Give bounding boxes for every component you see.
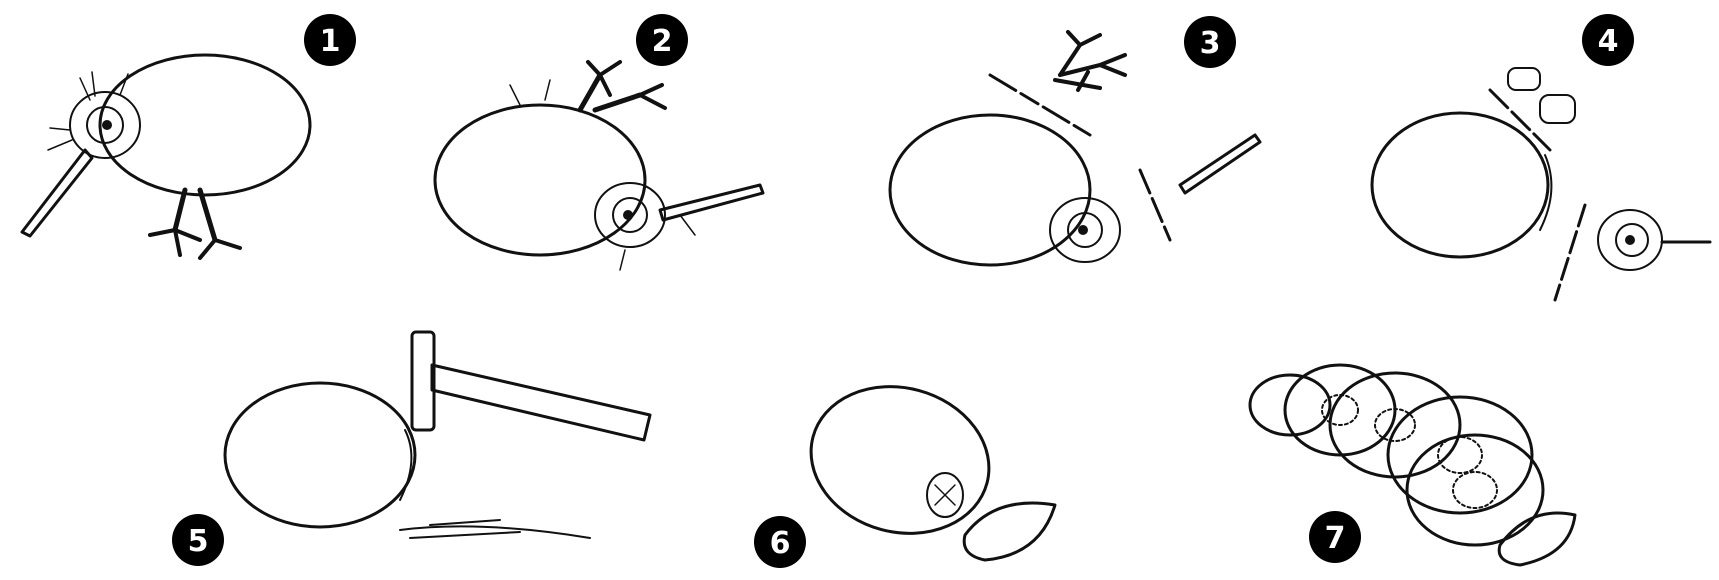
step-4-number-badge: 4: [1582, 14, 1634, 66]
step-2-number-badge: 2: [636, 14, 688, 66]
step-6-peeled-kiwi: [794, 367, 1055, 560]
step-6-number-badge: 6: [754, 516, 806, 568]
step-3-number: 3: [1200, 26, 1221, 61]
step-6-number: 6: [770, 526, 791, 561]
step-2-kiwi-bird-flipped: [435, 62, 763, 270]
step-1-number: 1: [320, 24, 341, 59]
razor-handle: [432, 365, 650, 440]
step-5-number-badge: 5: [172, 514, 224, 566]
step-1-number-badge: 1: [304, 14, 356, 66]
step-5-kiwi-fruit-shaving: [225, 332, 650, 538]
step-7-sliced-kiwi: [1250, 365, 1575, 565]
step-2-number: 2: [652, 24, 673, 59]
peel-cap: [964, 503, 1055, 560]
step-4-kiwi-bird-head-cut: [1372, 68, 1710, 300]
step-1-kiwi-bird: [22, 55, 310, 258]
step-5-number: 5: [188, 524, 209, 559]
step-3-number-badge: 3: [1184, 16, 1236, 68]
step-7-number: 7: [1325, 521, 1346, 556]
step-7-number-badge: 7: [1309, 511, 1361, 563]
step-4-number: 4: [1598, 24, 1619, 59]
